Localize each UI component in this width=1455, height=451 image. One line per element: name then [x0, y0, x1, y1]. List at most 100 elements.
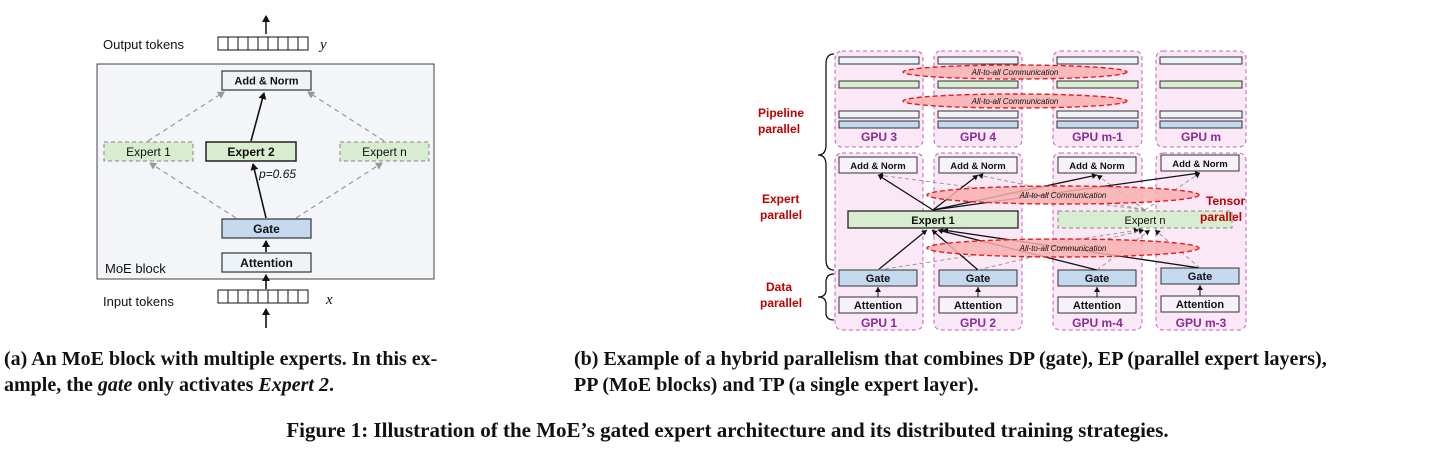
- pipeline-expert-brace: [817, 53, 835, 271]
- attention-label: Attention: [1073, 300, 1122, 312]
- layer-bar: [838, 56, 920, 65]
- caption-a-line1: (a) An MoE block with multiple experts. …: [4, 348, 438, 370]
- token-cell: [297, 289, 309, 304]
- gpu-label: GPU 3: [861, 130, 897, 144]
- layer-bar: [1056, 80, 1139, 89]
- token-cell: [257, 289, 269, 304]
- gate-label: Gate: [1085, 273, 1109, 285]
- add-norm-box: [938, 156, 1018, 174]
- token-cell: [257, 36, 269, 51]
- token-cell: [247, 36, 259, 51]
- figure-caption: Figure 1: Illustration of the MoE’s gate…: [286, 418, 1169, 442]
- attention-box: [221, 252, 312, 273]
- layer-bar: [937, 120, 1019, 129]
- gpu-label: GPU m-1: [1072, 130, 1123, 144]
- attention-label: Attention: [240, 256, 293, 270]
- add-norm-box: [1057, 156, 1137, 174]
- token-cell: [247, 289, 259, 304]
- caption-b-line2: PP (MoE blocks) and TP (a single expert …: [574, 374, 979, 396]
- input-tokens-label: Input tokens: [103, 294, 174, 309]
- layer-bar: [1056, 110, 1139, 119]
- caption-b-line1: (b) Example of a hybrid parallelism that…: [574, 348, 1327, 370]
- gpu-label: GPU m: [1181, 130, 1221, 144]
- layer-bar: [1159, 110, 1243, 119]
- all-to-all-comm-ellipse: [926, 238, 1200, 258]
- gpu-label: GPU 2: [960, 316, 996, 330]
- token-cell: [237, 36, 249, 51]
- layer-bar: [937, 110, 1019, 119]
- all-to-all-comm-label: All-to-all Communication: [1019, 191, 1107, 200]
- token-cell: [287, 36, 299, 51]
- layer-bar: [838, 110, 920, 119]
- layer-bar: [937, 80, 1019, 89]
- all-to-all-comm-ellipse: [902, 64, 1128, 80]
- add-norm-label: Add & Norm: [950, 161, 1005, 172]
- expert-n-box: [339, 141, 430, 162]
- token-cell: [217, 289, 229, 304]
- caption-a-line2: ample, the gate only activates Expert 2.: [4, 374, 334, 396]
- all-to-all-comm-label: All-to-all Communication: [971, 97, 1059, 106]
- token-cell: [227, 36, 239, 51]
- add-norm-label: Add & Norm: [850, 161, 905, 172]
- layer-bar: [1056, 120, 1139, 129]
- add-norm-label: Add & Norm: [1172, 159, 1227, 170]
- output-vector-symbol: y⃗: [318, 37, 338, 53]
- layer-bar: [838, 80, 920, 89]
- expert-1-label: Expert 1: [126, 145, 171, 159]
- expert-1-box: [847, 210, 1019, 229]
- attention-label: Attention: [1176, 299, 1225, 311]
- hybrid-parallel-diagram: Pipeline parallel Expert parallel Data p…: [758, 50, 1248, 331]
- expert-n-box: [1057, 210, 1233, 229]
- token-cell: [227, 289, 239, 304]
- token-cell: [277, 289, 289, 304]
- gate-label: Gate: [253, 222, 280, 236]
- gpu-label: GPU 1: [861, 316, 897, 330]
- layer-bar: [1159, 56, 1243, 65]
- add-norm-box: [221, 70, 312, 91]
- attention-label: Attention: [954, 300, 1003, 312]
- input-token-strip: [217, 289, 309, 304]
- all-to-all-comm-label: All-to-all Communication: [1019, 244, 1107, 253]
- gpu-label: GPU 4: [960, 130, 996, 144]
- gate-box: [221, 218, 312, 239]
- layer-bar: [1056, 56, 1139, 65]
- layer-bar: [1159, 80, 1243, 89]
- add-norm-box: [1160, 154, 1240, 172]
- add-norm-label: Add & Norm: [234, 76, 298, 88]
- token-cell: [297, 36, 309, 51]
- data-parallel-label: Data parallel: [760, 280, 802, 310]
- moe-diagram: Output tokens y⃗ MoE block Add & Norm Ex…: [96, 15, 435, 328]
- pipeline-parallel-label: Pipeline parallel: [758, 106, 807, 136]
- add-norm-label: Add & Norm: [1069, 161, 1124, 172]
- expert-2-box: [205, 141, 297, 162]
- output-token-strip: [217, 36, 309, 51]
- gpu-label: GPU m-4: [1072, 316, 1123, 330]
- token-cell: [237, 289, 249, 304]
- expert-2-label: Expert 2: [227, 145, 275, 159]
- data-parallel-brace: [817, 273, 835, 321]
- probability-label: p=0.65: [258, 167, 296, 181]
- expert-parallel-label: Expert parallel: [760, 192, 803, 222]
- expert-1-label: Expert 1: [911, 215, 954, 227]
- expert-n-label: Expert n: [362, 145, 407, 159]
- all-to-all-comm-ellipse: [926, 185, 1200, 205]
- expert-1-box: [103, 141, 194, 162]
- gate-label: Gate: [966, 273, 990, 285]
- output-tokens-label: Output tokens: [103, 37, 184, 52]
- tensor-parallel-label: Tensor parallel: [1200, 194, 1248, 224]
- caption-a: (a) An MoE block with multiple experts. …: [4, 346, 564, 398]
- expert-n-label: Expert n: [1125, 215, 1166, 227]
- layer-bar: [937, 56, 1019, 65]
- gpu-label: GPU m-3: [1176, 316, 1227, 330]
- moe-block-label: MoE block: [105, 261, 166, 276]
- input-vector-symbol: x⃗: [325, 292, 344, 308]
- caption-b: (b) Example of a hybrid parallelism that…: [574, 346, 1454, 398]
- token-cell: [287, 289, 299, 304]
- layer-bar: [838, 120, 920, 129]
- token-cell: [267, 289, 279, 304]
- gate-label: Gate: [1188, 271, 1212, 283]
- token-cell: [217, 36, 229, 51]
- attention-label: Attention: [854, 300, 903, 312]
- layer-bar: [1159, 120, 1243, 129]
